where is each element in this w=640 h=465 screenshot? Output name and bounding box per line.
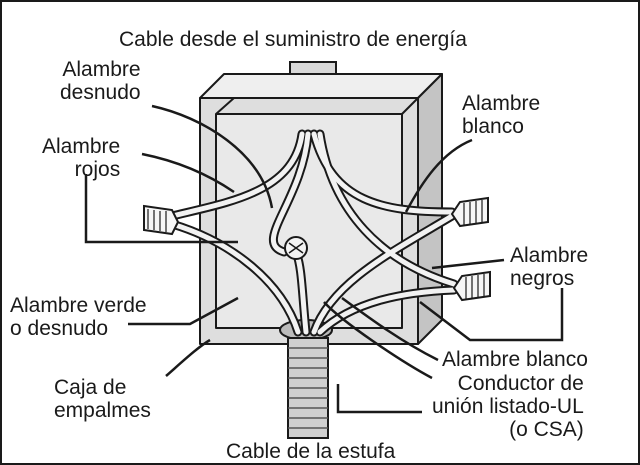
label-line: Alambre bbox=[462, 92, 541, 115]
label-line: unión listado-UL bbox=[432, 395, 584, 418]
stove-cable bbox=[287, 337, 329, 439]
label-conductor-union: Conductor de unión listado-UL (o CSA) bbox=[432, 372, 584, 441]
label-line: negros bbox=[510, 267, 575, 290]
label-caja-empalmes: Caja de empalmes bbox=[54, 376, 151, 422]
label-line: empalmes bbox=[54, 399, 151, 422]
label-line: (o CSA) bbox=[509, 418, 584, 441]
ground-screw bbox=[284, 236, 308, 260]
label-line: Alambre bbox=[62, 58, 141, 81]
label-line: blanco bbox=[462, 115, 524, 138]
label-line: Alambre bbox=[510, 244, 589, 267]
label-alambre-blanco-bottom: Alambre blanco bbox=[442, 348, 588, 371]
label-line: rojos bbox=[74, 158, 121, 181]
leader-lines bbox=[84, 104, 564, 414]
label-alambre-verde: Alambre verde o desnudo bbox=[10, 294, 147, 340]
wire-nut-right-bottom bbox=[452, 270, 491, 302]
label-line: Conductor de bbox=[457, 372, 584, 395]
wire-nut-left bbox=[143, 204, 180, 236]
title-supply-cable: Cable desde el suministro de energía bbox=[119, 28, 467, 51]
title-stove-cable: Cable de la estufa bbox=[226, 440, 396, 463]
wire-nut-right-top bbox=[450, 196, 489, 228]
label-line: Caja de bbox=[54, 376, 127, 399]
label-line: desnudo bbox=[60, 81, 141, 104]
label-line: Alambre bbox=[42, 135, 121, 158]
label-line: Alambre verde bbox=[10, 294, 147, 317]
label-alambre-negros: Alambre negros bbox=[510, 244, 588, 290]
label-alambre-rojos: Alambre rojos bbox=[42, 135, 120, 181]
label-alambre-blanco-top: Alambre blanco bbox=[462, 92, 540, 138]
wires bbox=[167, 129, 459, 337]
label-line: o desnudo bbox=[10, 317, 109, 340]
label-alambre-desnudo: Alambre desnudo bbox=[60, 58, 141, 104]
